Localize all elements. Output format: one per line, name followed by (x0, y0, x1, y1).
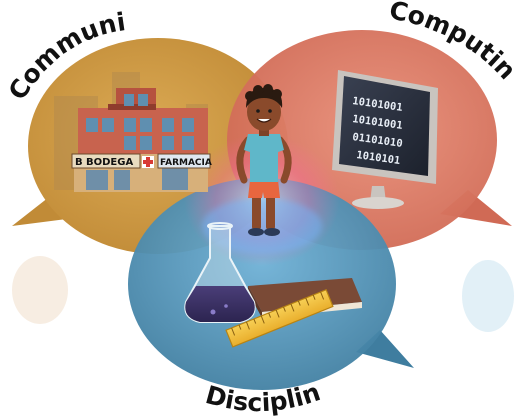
ruler-icon (225, 288, 334, 348)
decor-blob-left (12, 256, 68, 324)
child-figure-icon (236, 84, 292, 236)
building-icon (54, 72, 211, 192)
bodega-sign (71, 153, 141, 169)
farmacia-sign-text: FARMACIA (160, 158, 212, 168)
decor-blob-right (462, 260, 514, 332)
bodega-sign-prefix: B (75, 157, 83, 168)
overlap-blue-glow (202, 198, 322, 254)
farmacia-sign (157, 153, 211, 169)
bodega-sign-text: BODEGA (86, 157, 133, 168)
flask-icon (184, 222, 256, 323)
computer-monitor-icon (332, 70, 438, 209)
